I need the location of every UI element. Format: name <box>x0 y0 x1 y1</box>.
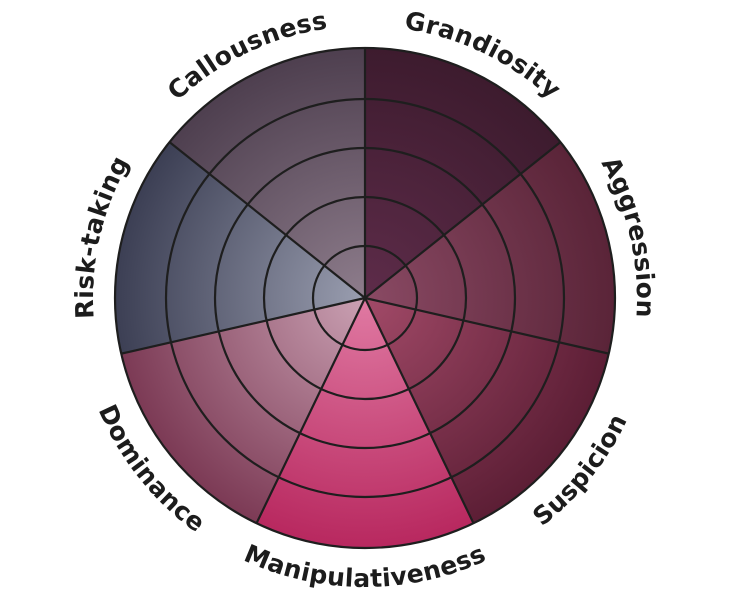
spoke-line <box>168 141 366 299</box>
segment-callousness <box>169 48 365 298</box>
spokes-layer <box>121 48 609 524</box>
segment-risk-taking <box>114 142 365 354</box>
spoke-line <box>364 297 475 524</box>
spoke-line <box>364 141 562 299</box>
segment-grandiosity <box>365 48 561 298</box>
segment-aggression <box>365 142 616 354</box>
spoke-line <box>364 296 609 355</box>
spoke-line <box>255 297 366 524</box>
segment-suspicion <box>365 298 609 524</box>
segment-manipulativeness <box>256 298 474 548</box>
segment-dominance <box>121 298 365 524</box>
segments-layer <box>114 48 616 548</box>
spoke-line <box>121 296 366 355</box>
